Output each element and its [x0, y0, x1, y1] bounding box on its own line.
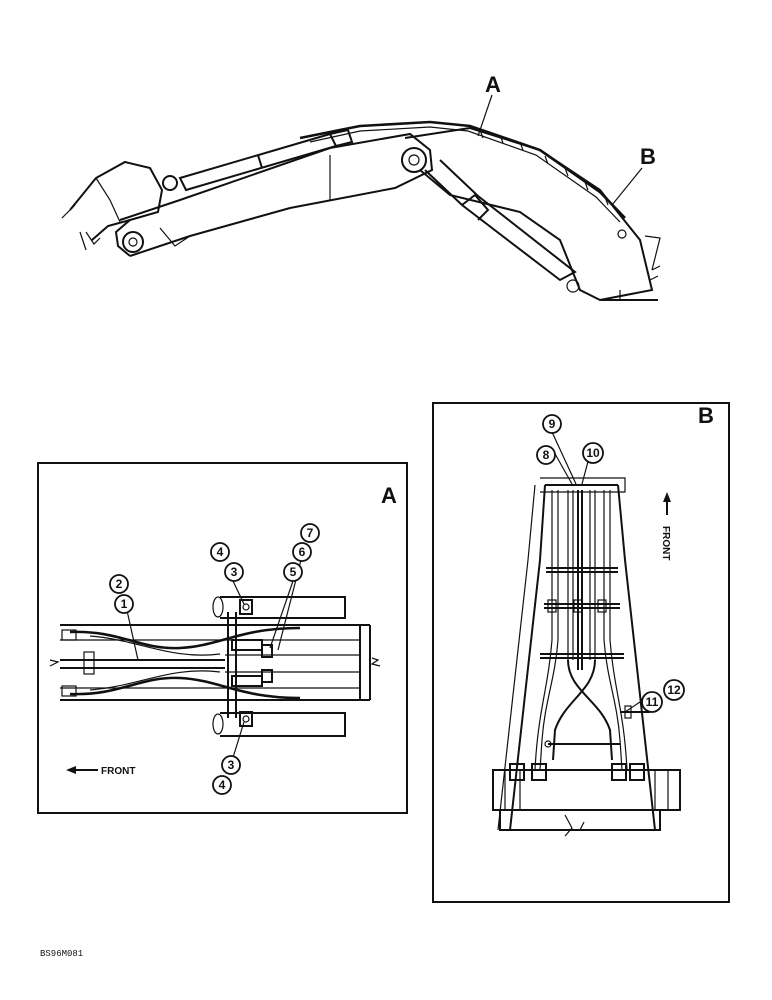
callout-8: 8	[536, 445, 556, 465]
callout-6: 6	[292, 542, 312, 562]
svg-text:10: 10	[586, 446, 600, 460]
callout-4-bottom: 4	[212, 775, 232, 795]
svg-text:4: 4	[219, 778, 226, 792]
detail-b-drawing	[492, 431, 681, 837]
callout-9: 9	[542, 414, 562, 434]
callout-12: 12	[663, 679, 685, 701]
figure-code: BS96M081	[40, 949, 83, 959]
detail-a-frame	[37, 462, 408, 814]
top-view-label-b: B	[640, 144, 656, 169]
callout-10: 10	[582, 442, 604, 464]
detail-a-drawing	[49, 559, 381, 774]
svg-text:12: 12	[667, 683, 681, 697]
detail-b-callouts: 9 8 10 11 12	[536, 414, 685, 713]
svg-text:3: 3	[231, 565, 238, 579]
callout-2: 2	[109, 574, 129, 594]
callout-1: 1	[114, 594, 134, 614]
detail-a-front-label: FRONT	[101, 766, 135, 777]
svg-text:9: 9	[549, 417, 556, 431]
detail-b-frame	[432, 402, 730, 903]
svg-text:4: 4	[217, 545, 224, 559]
detail-b-front-label: FRONT	[660, 526, 671, 560]
boom-arm-side-view	[61, 94, 661, 302]
detail-a-title: A	[381, 483, 397, 508]
svg-text:1: 1	[121, 597, 128, 611]
detail-b-title: B	[698, 403, 714, 428]
svg-text:6: 6	[299, 545, 306, 559]
svg-text:11: 11	[646, 695, 659, 709]
svg-text:3: 3	[228, 758, 235, 772]
svg-text:2: 2	[116, 577, 123, 591]
callout-3-top: 3	[224, 562, 244, 582]
detail-a-callouts: 2 1 4 3 7 6 5 3 4	[109, 523, 320, 795]
top-view-label-a: A	[485, 72, 501, 97]
svg-text:8: 8	[543, 448, 550, 462]
callout-11: 11	[641, 691, 663, 713]
callout-3-bottom: 3	[221, 755, 241, 775]
svg-text:5: 5	[290, 565, 297, 579]
svg-text:FRONT: FRONT	[660, 526, 671, 560]
svg-text:7: 7	[307, 526, 314, 540]
callout-4-top: 4	[210, 542, 230, 562]
callout-5: 5	[283, 562, 303, 582]
callout-7: 7	[300, 523, 320, 543]
